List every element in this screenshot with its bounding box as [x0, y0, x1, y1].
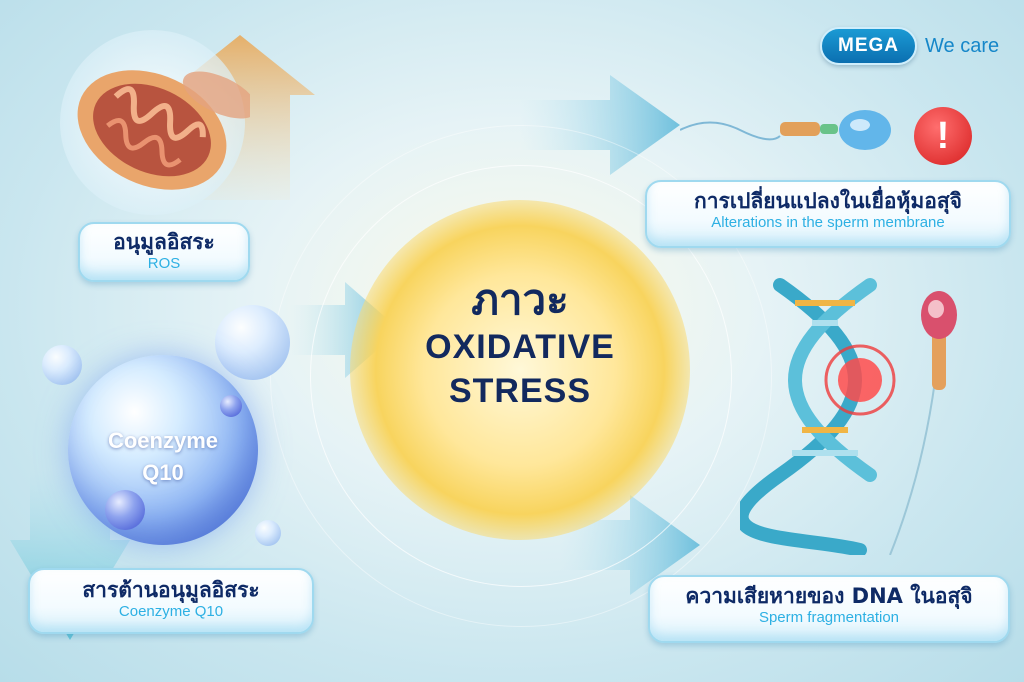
center-title-line2: OXIDATIVE [425, 328, 615, 366]
ros-thai-text: อนุมูลอิสระ [113, 230, 215, 254]
logo-tagline: We care [925, 34, 1000, 57]
ros-en-text: ROS [147, 255, 181, 272]
mitochondria-icon [77, 70, 250, 190]
logo-brand: MEGA [820, 27, 917, 65]
ros-label: อนุมูลอิสระ ROS [78, 222, 250, 282]
membrane-en-text: Alterations in the sperm membrane [711, 214, 945, 231]
center-title-line1: ภาวะ [471, 275, 569, 324]
bubble-text-line1: Coenzyme [107, 428, 219, 453]
coenzyme-bubble [68, 355, 258, 545]
center-title-line3: STRESS [448, 372, 592, 410]
glow-ring [270, 125, 772, 627]
small-bubble [220, 395, 242, 417]
small-bubble [215, 305, 290, 380]
center-title: ภาวะ OXIDATIVE STRESS [380, 275, 660, 413]
bubble-text-line2: Q10 [142, 460, 184, 485]
membrane-thai-text: การเปลี่ยนแปลงในเยื่อหุ้มอสุจิ [694, 189, 962, 213]
membrane-label: การเปลี่ยนแปลงในเยื่อหุ้มอสุจิ Alteratio… [645, 180, 1011, 248]
sperm-icon [680, 110, 891, 150]
dna-label: ความเสียหายของ DNA ในอสุจิ Sperm fragmen… [648, 575, 1010, 643]
bubble-text: Coenzyme Q10 [68, 425, 258, 489]
warning-icon: ! [914, 107, 972, 165]
dna-thai-text: ความเสียหายของ DNA ในอสุจิ [685, 584, 973, 608]
small-bubble [42, 345, 82, 385]
small-bubble [105, 490, 145, 530]
small-bubble [255, 520, 281, 546]
dna-en-text: Sperm fragmentation [758, 609, 900, 626]
dna-helix-icon [740, 278, 957, 555]
coq10-thai-text: สารต้านอนุมูลอิสระ [82, 578, 260, 602]
coq10-en-text: Coenzyme Q10 [118, 603, 224, 620]
mega-logo: MEGA We care [820, 27, 1000, 65]
coq10-label: สารต้านอนุมูลอิสระ Coenzyme Q10 [28, 568, 314, 634]
